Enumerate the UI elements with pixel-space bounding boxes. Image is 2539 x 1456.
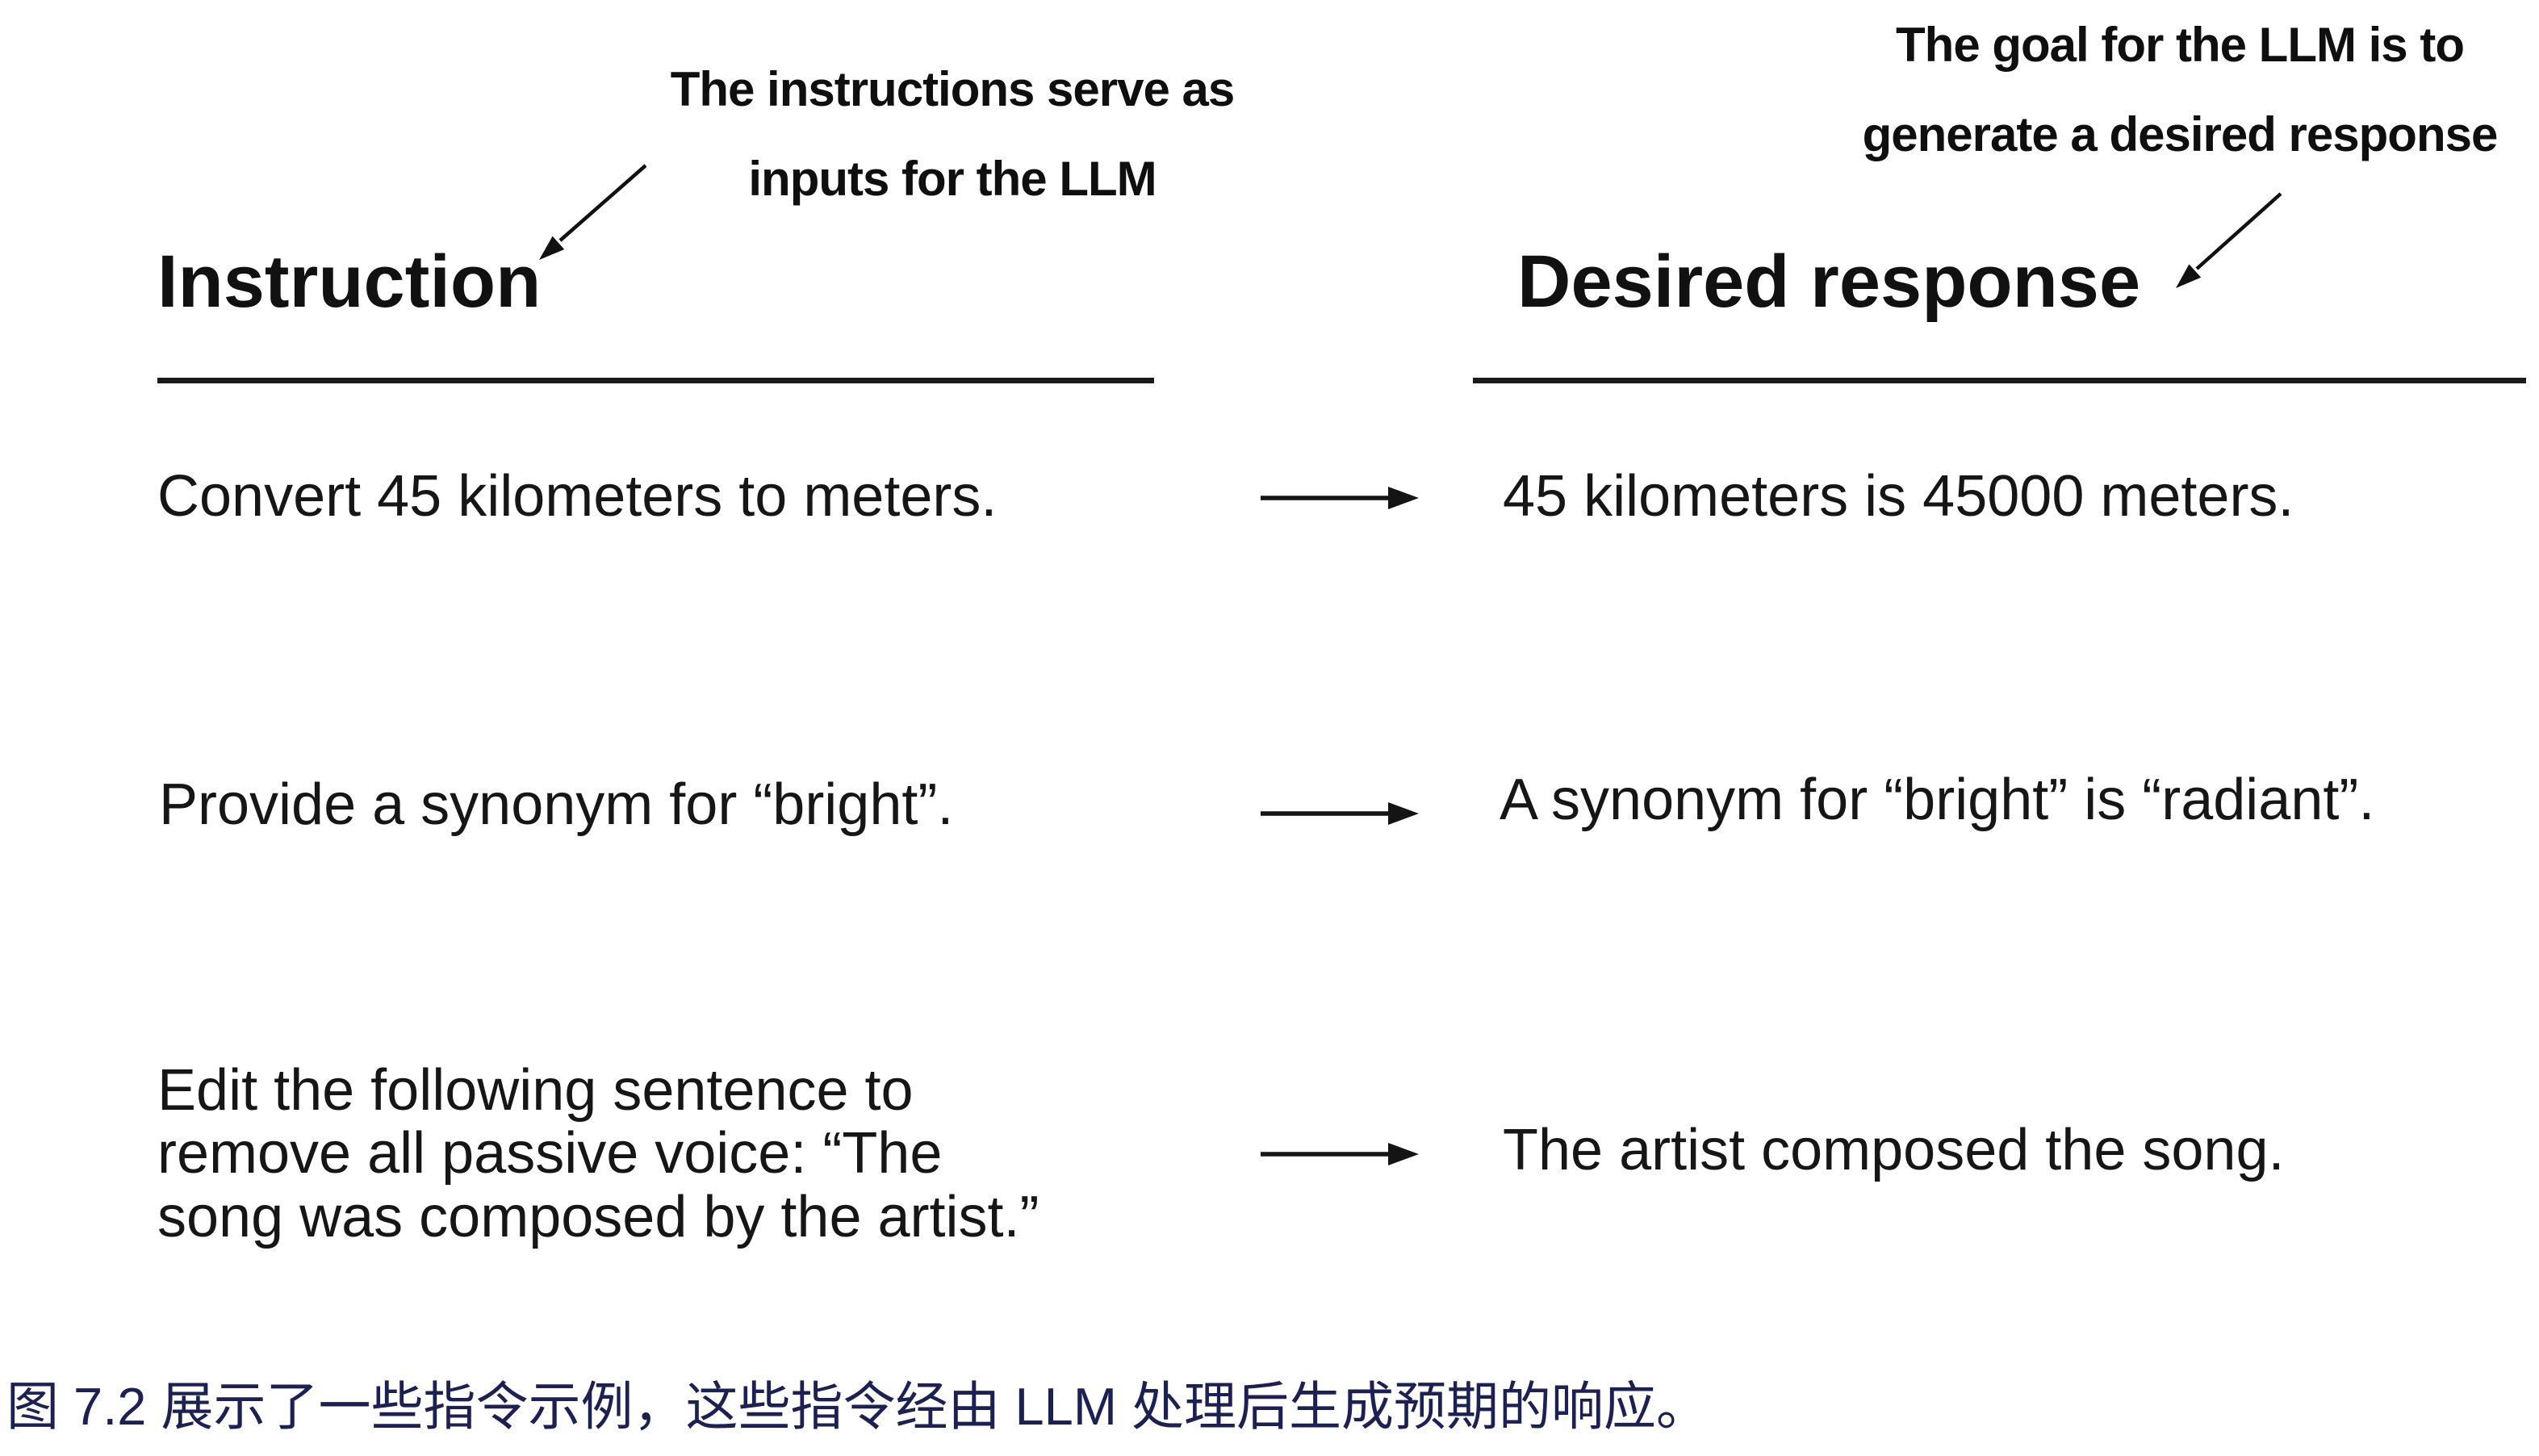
desired-response-column-header: Desired response [1517,241,2141,323]
arrow-right-icon [1261,487,1419,509]
annotation-instructions-as-inputs: The instructions serve as inputs for the… [613,44,1291,224]
instruction-text: song was composed by the artist.” [157,1184,1039,1249]
desired-response-column-underline [1473,378,2526,383]
annotation-line: generate a desired response [1862,107,2499,161]
annotation-line: inputs for the LLM [748,152,1157,206]
arrow-right-icon [1261,802,1419,825]
response-text: 45 kilometers is 45000 meters. [1503,464,2294,529]
response-cell: 45 kilometers is 45000 meters. [1503,464,2294,529]
instruction-cell: Convert 45 kilometers to meters. [157,464,998,529]
arrow-right-icon [1261,1143,1419,1165]
instruction-text: remove all passive voice: “The [157,1121,943,1186]
figure-caption: 图 7.2 展示了一些指令示例，这些指令经由 LLM 处理后生成预期的响应。 [6,1377,1709,1436]
response-text: The artist composed the song. [1503,1118,2285,1182]
instruction-text: Edit the following sentence to [157,1058,914,1123]
response-text: A synonym for “bright” is “radiant”. [1500,768,2375,832]
arrow-down-left-icon [539,164,647,260]
instruction-column-header: Instruction [157,241,542,323]
annotation-line: The instructions serve as [670,62,1236,116]
instruction-cell: Provide a synonym for “bright”. [159,772,954,837]
instruction-text: Convert 45 kilometers to meters. [157,464,998,529]
instruction-text: Provide a synonym for “bright”. [159,772,954,837]
response-cell: A synonym for “bright” is “radiant”. [1500,768,2375,832]
annotation-line: The goal for the LLM is to [1896,18,2465,72]
arrow-down-left-icon [2176,192,2282,288]
instruction-cell: Edit the following sentence to remove al… [157,1059,1039,1249]
response-cell: The artist composed the song. [1503,1119,2285,1182]
instruction-column-underline [157,378,1154,383]
annotation-goal-generate-response: The goal for the LLM is to generate a de… [1821,0,2539,179]
